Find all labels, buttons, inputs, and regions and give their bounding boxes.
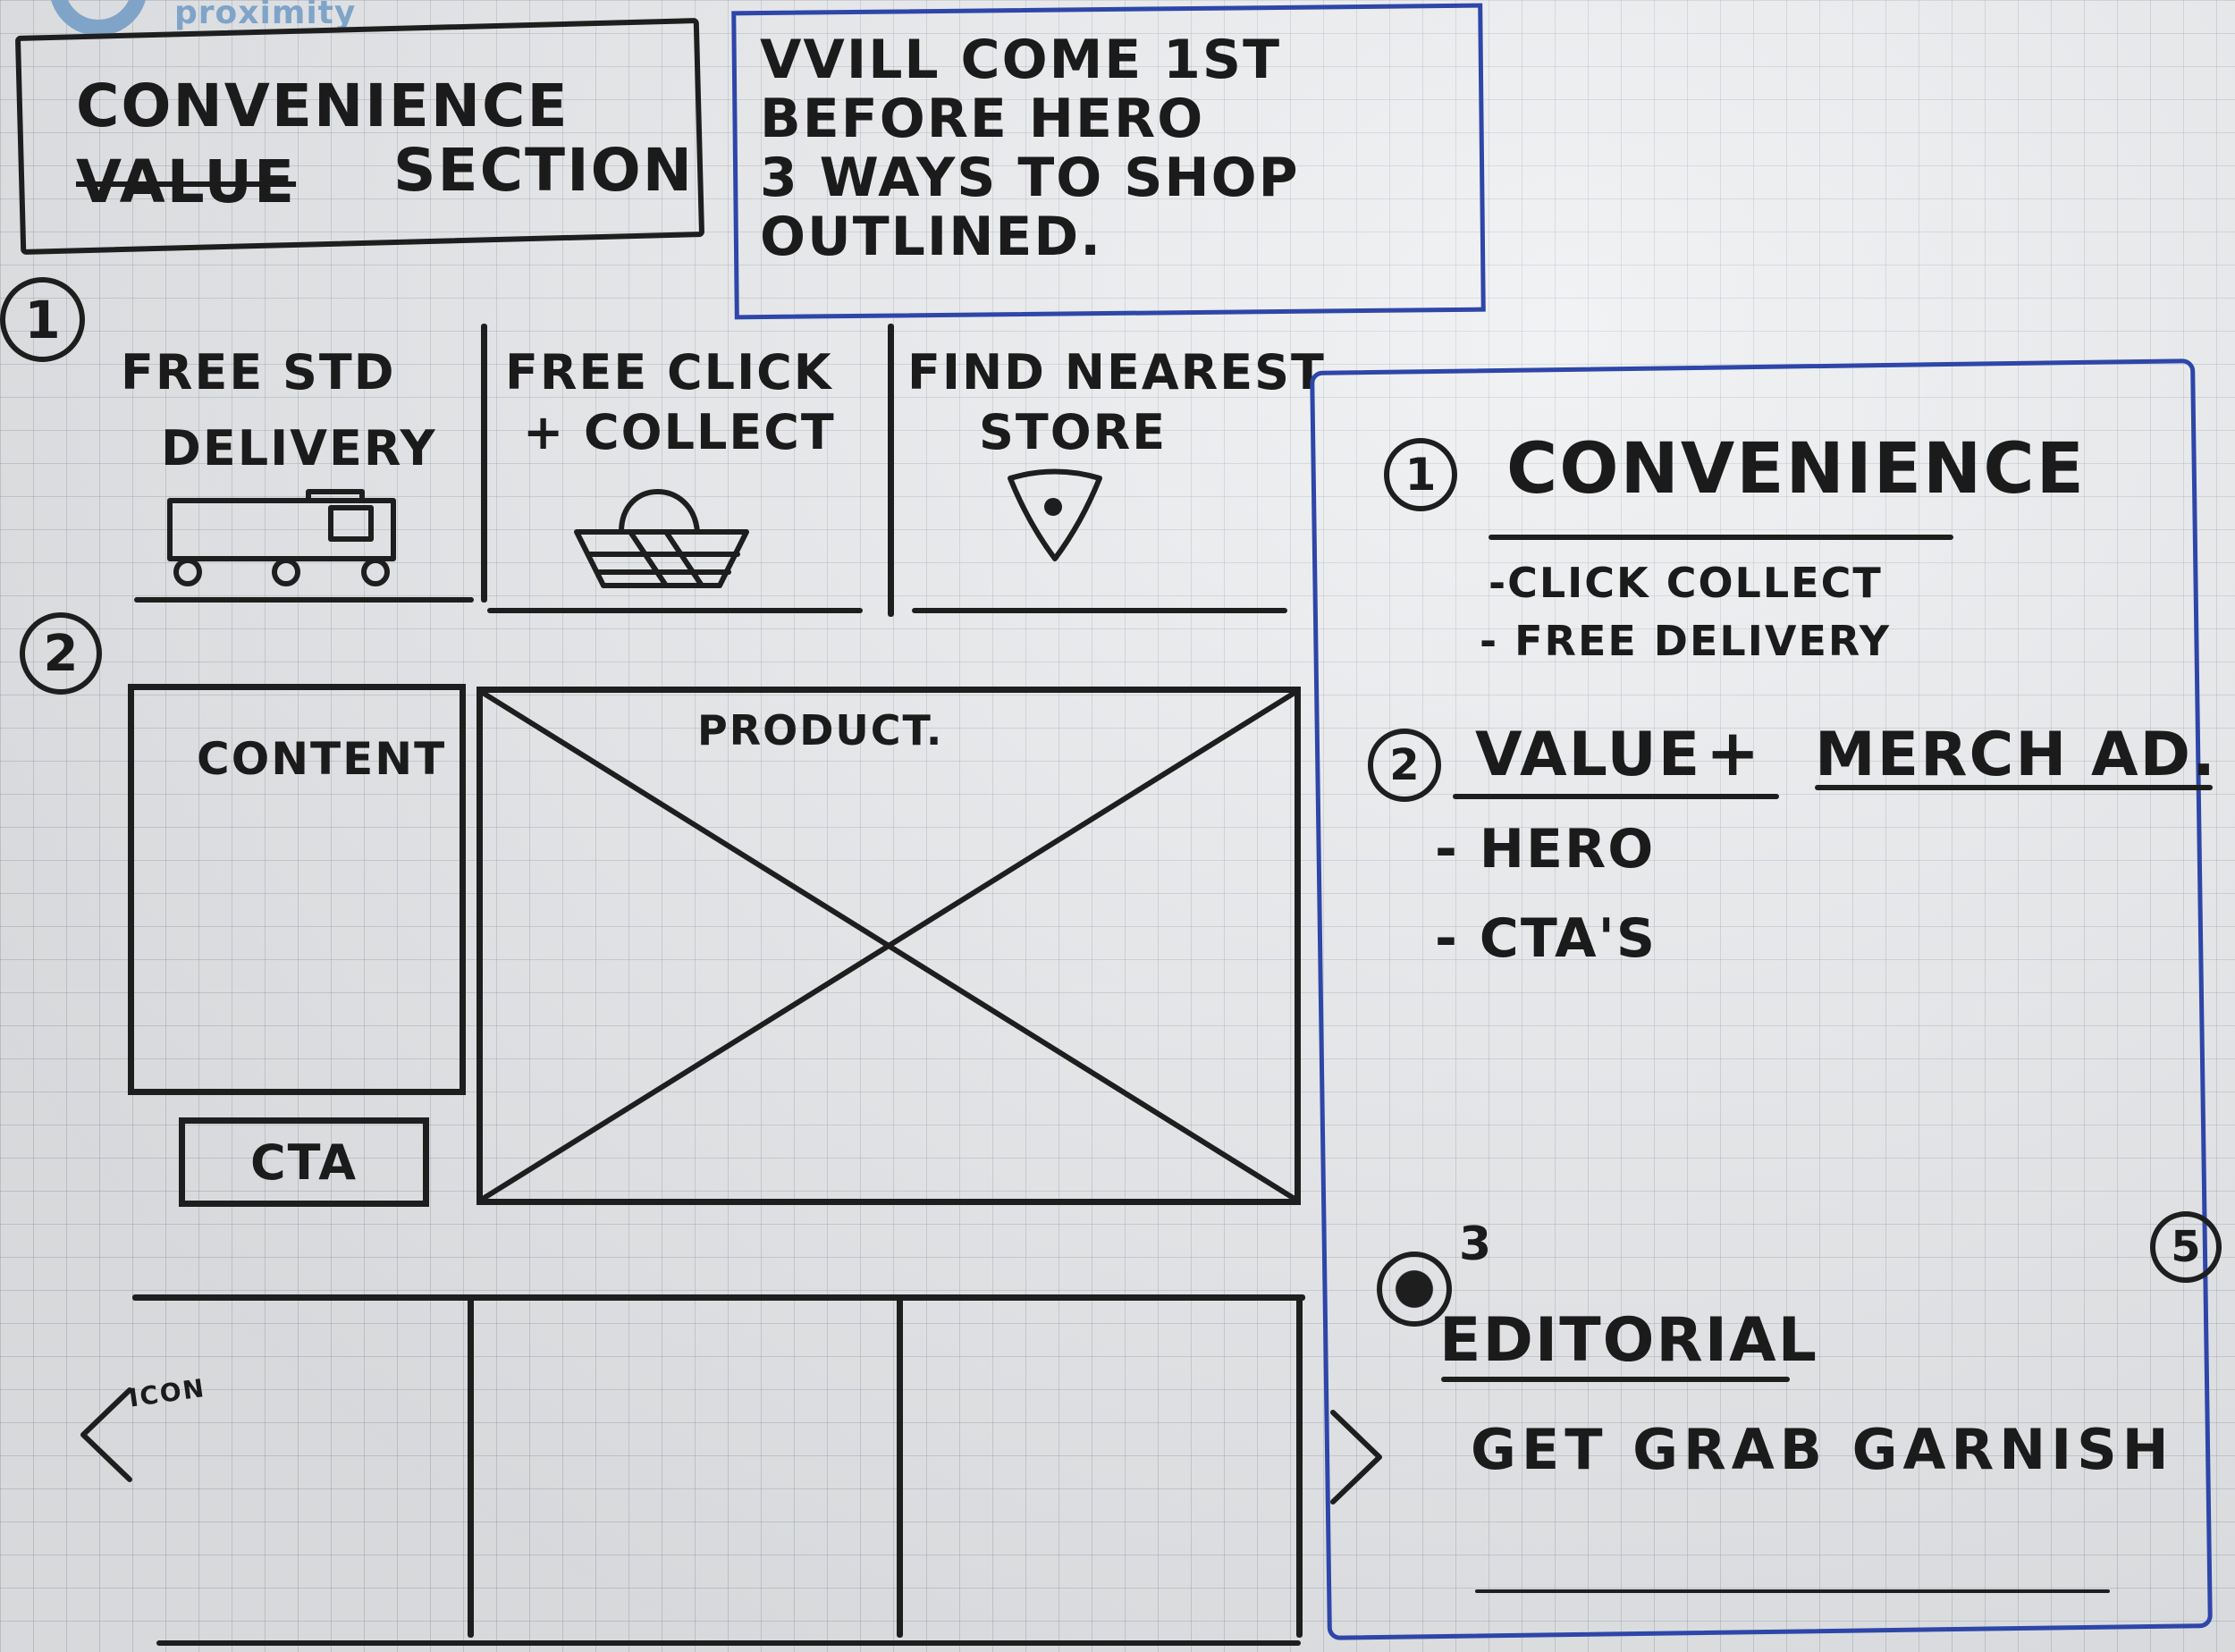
note-line: OUTLINED. xyxy=(760,206,1103,268)
note-marker-2: 2 xyxy=(1368,729,1441,802)
note-editorial-underline xyxy=(1441,1377,1790,1382)
note-value-underline xyxy=(1453,794,1779,799)
note-editorial-num: 3 xyxy=(1459,1218,1494,1271)
carousel-divider xyxy=(897,1298,903,1638)
note-marker-1: 1 xyxy=(1384,438,1457,511)
carousel-scribble: ICON xyxy=(127,1373,207,1413)
side-marker-5: 5 xyxy=(2150,1211,2222,1283)
store-location-pin-icon xyxy=(1008,468,1102,561)
carousel-bottom-line xyxy=(156,1640,1301,1646)
image-placeholder-x xyxy=(481,690,1296,1201)
shop-way-divider xyxy=(481,324,487,603)
delivery-van-icon xyxy=(167,489,396,586)
title-line2-tail: SECTION xyxy=(393,136,694,205)
note-value-item: - CTA'S xyxy=(1435,907,1657,970)
shop-way-2-line1: FREE CLICK xyxy=(505,344,833,400)
chevron-right-icon[interactable] xyxy=(1326,1408,1388,1506)
note-value-plus: + xyxy=(1706,715,1762,790)
notes-bottom-line xyxy=(1475,1589,2110,1593)
carousel-top-line xyxy=(132,1294,1305,1301)
cta-button[interactable]: CTA xyxy=(179,1117,429,1207)
carousel-divider xyxy=(468,1298,474,1638)
shop-way-3-line2: STORE xyxy=(979,404,1168,460)
title-line1: CONVENIENCE xyxy=(76,72,569,140)
note-line: 3 WAYS TO SHOP xyxy=(760,147,1300,209)
carousel-divider xyxy=(1296,1298,1303,1638)
note-convenience-title: CONVENIENCE xyxy=(1506,429,2086,510)
note-marker-3 xyxy=(1377,1252,1452,1327)
note-convenience-underline xyxy=(1489,535,1953,540)
cta-label: CTA xyxy=(249,1134,358,1191)
note-editorial-title: EDITORIAL xyxy=(1439,1305,1819,1376)
note-value-title-b: MERCH AD. xyxy=(1815,720,2217,790)
note-value-item: - HERO xyxy=(1435,818,1656,881)
shopping-basket-icon xyxy=(574,489,749,588)
note-merch-underline xyxy=(1815,785,2213,790)
note-lines: VVILL COME 1ST BEFORE HERO 3 WAYS TO SHO… xyxy=(760,30,1300,266)
title-struck-word: VALUE xyxy=(76,148,297,216)
shop-way-1-line2: DELIVERY xyxy=(161,420,437,476)
shop-way-1-underline xyxy=(134,597,474,603)
note-editorial-tagline: GET GRAB GARNISH xyxy=(1471,1417,2174,1482)
shop-way-2-underline xyxy=(487,608,863,613)
shop-way-3-line1: FIND NEAREST xyxy=(907,344,1326,400)
content-block xyxy=(128,684,466,1095)
product-label: PRODUCT. xyxy=(697,706,944,754)
chevron-left-icon[interactable] xyxy=(76,1386,139,1484)
section-marker-1: 1 xyxy=(0,277,85,362)
shop-way-divider xyxy=(888,324,894,617)
note-value-title: VALUE xyxy=(1475,720,1702,790)
content-label: CONTENT xyxy=(197,733,447,785)
section-marker-2: 2 xyxy=(20,612,102,695)
logo-text: proximity xyxy=(174,0,357,31)
product-image-placeholder xyxy=(477,687,1301,1205)
logo-mark xyxy=(49,0,148,36)
shop-way-3-underline xyxy=(912,608,1287,613)
note-line: VVILL COME 1ST xyxy=(760,29,1282,91)
note-line: BEFORE HERO xyxy=(760,88,1205,150)
shop-way-1-line1: FREE STD xyxy=(121,344,396,400)
note-convenience-item: - FREE DELIVERY xyxy=(1480,617,1892,665)
note-convenience-item: -CLICK COLLECT xyxy=(1489,559,1883,607)
shop-way-2-line2: + COLLECT xyxy=(523,404,836,460)
